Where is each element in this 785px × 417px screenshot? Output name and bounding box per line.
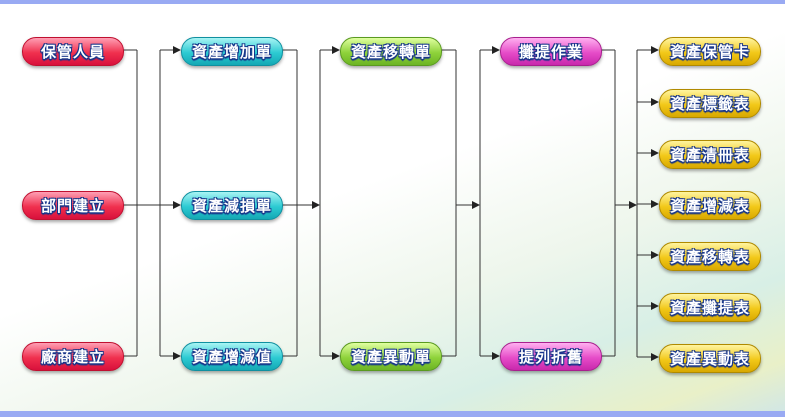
report-increase-decrease[interactable]: 資產增減表	[659, 191, 761, 220]
node-depreciation[interactable]: 提列折舊	[500, 342, 602, 371]
report-transfer[interactable]: 資產移轉表	[659, 242, 761, 271]
connector-col4	[599, 49, 616, 357]
node-vendor-setup[interactable]: 廠商建立	[22, 342, 124, 371]
connector-col3	[440, 49, 457, 357]
connector-col2	[281, 49, 298, 357]
node-department-setup[interactable]: 部門建立	[22, 191, 124, 220]
report-register[interactable]: 資產清冊表	[659, 140, 761, 169]
node-custodian[interactable]: 保管人員	[22, 37, 124, 66]
connector-col1	[121, 49, 138, 357]
node-asset-impairment[interactable]: 資產減損單	[181, 191, 283, 220]
node-asset-transfer[interactable]: 資產移轉單	[340, 37, 442, 66]
node-amortization[interactable]: 攤提作業	[500, 37, 602, 66]
node-asset-revaluation[interactable]: 資產增減值	[181, 342, 283, 371]
report-custody-card[interactable]: 資產保管卡	[659, 37, 761, 66]
bottom-border	[0, 411, 785, 417]
report-label[interactable]: 資產標籤表	[659, 89, 761, 118]
top-border	[0, 0, 785, 4]
report-amortization[interactable]: 資產攤提表	[659, 293, 761, 322]
node-asset-addition[interactable]: 資產增加單	[181, 37, 283, 66]
node-asset-change[interactable]: 資產異動單	[340, 342, 442, 371]
report-change[interactable]: 資產異動表	[659, 344, 761, 373]
